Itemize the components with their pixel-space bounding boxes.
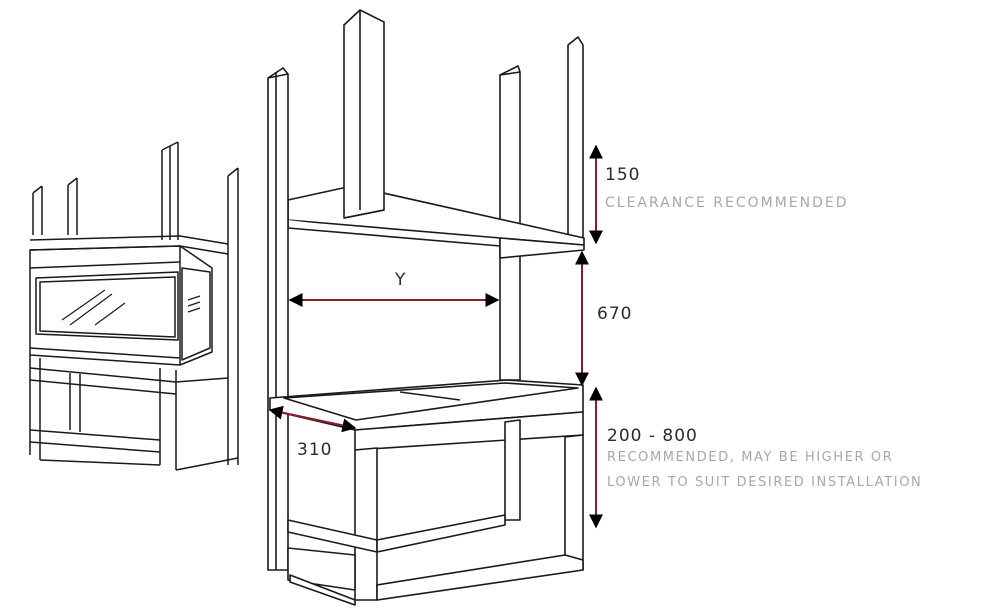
label-200-800: 200 - 800 bbox=[607, 426, 698, 446]
label-310: 310 bbox=[297, 440, 333, 460]
label-670: 670 bbox=[597, 304, 633, 324]
label-y: Y bbox=[395, 270, 407, 290]
dimension-depth-310 bbox=[268, 405, 357, 433]
label-base-note-line2: LOWER TO SUIT DESIRED INSTALLATION bbox=[607, 475, 923, 490]
fireplace-preview bbox=[29, 141, 239, 471]
fireplace-frame-icon bbox=[29, 141, 239, 471]
label-base-note-line1: RECOMMENDED, MAY BE HIGHER OR bbox=[607, 450, 894, 465]
dimension-lines bbox=[268, 144, 603, 529]
label-150: 150 bbox=[605, 165, 641, 185]
label-clearance-note: CLEARANCE RECOMMENDED bbox=[605, 195, 849, 211]
main-frame bbox=[267, 9, 585, 606]
glass-reflection-icon bbox=[61, 289, 201, 326]
fireplace-glass bbox=[35, 271, 179, 341]
